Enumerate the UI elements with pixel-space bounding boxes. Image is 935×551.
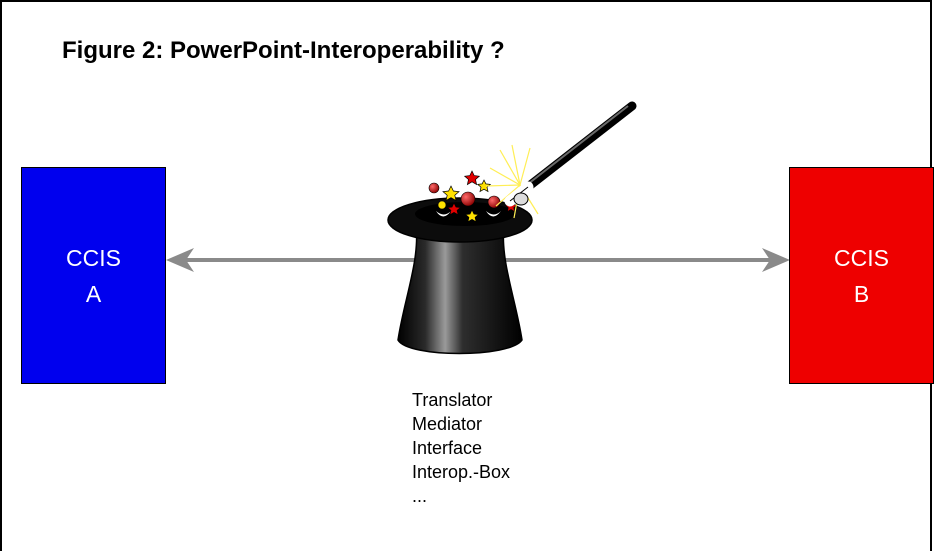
magic-hat-icon (387, 170, 533, 355)
ccis-b-box: CCIS B (789, 167, 934, 384)
ccis-b-letter: B (853, 280, 870, 307)
ccis-b-label: CCIS (834, 244, 889, 271)
label-ellipsis: ... (412, 486, 428, 506)
figure-title: Figure 2: PowerPoint-Interoperability ? (62, 37, 505, 64)
ccis-a-letter: A (85, 280, 102, 307)
ccis-a-box: CCIS A (21, 167, 166, 384)
label-interop-box: Interop.-Box (412, 462, 511, 482)
magic-wand-icon (485, 101, 637, 219)
label-translator: Translator (412, 390, 493, 410)
label-interface: Interface (412, 438, 483, 458)
interop-labels: Translator Mediator Interface Interop.-B… (412, 388, 510, 508)
ccis-a-label: CCIS (66, 244, 121, 271)
label-mediator: Mediator (412, 414, 483, 434)
